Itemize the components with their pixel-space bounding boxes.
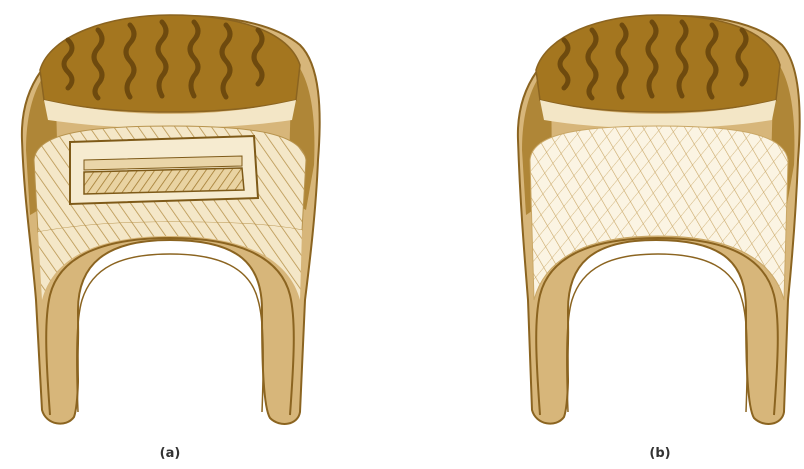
- panel-b-caption: (b): [640, 446, 680, 461]
- tread-crown: [40, 15, 300, 112]
- radial-ply-tire-icon: [518, 15, 800, 424]
- panel-a-caption: (a): [150, 446, 190, 461]
- tire-opening: [79, 256, 261, 412]
- belt-inner: [84, 168, 244, 194]
- bias-belted-tire-icon: [22, 15, 320, 424]
- tire-opening: [569, 256, 745, 412]
